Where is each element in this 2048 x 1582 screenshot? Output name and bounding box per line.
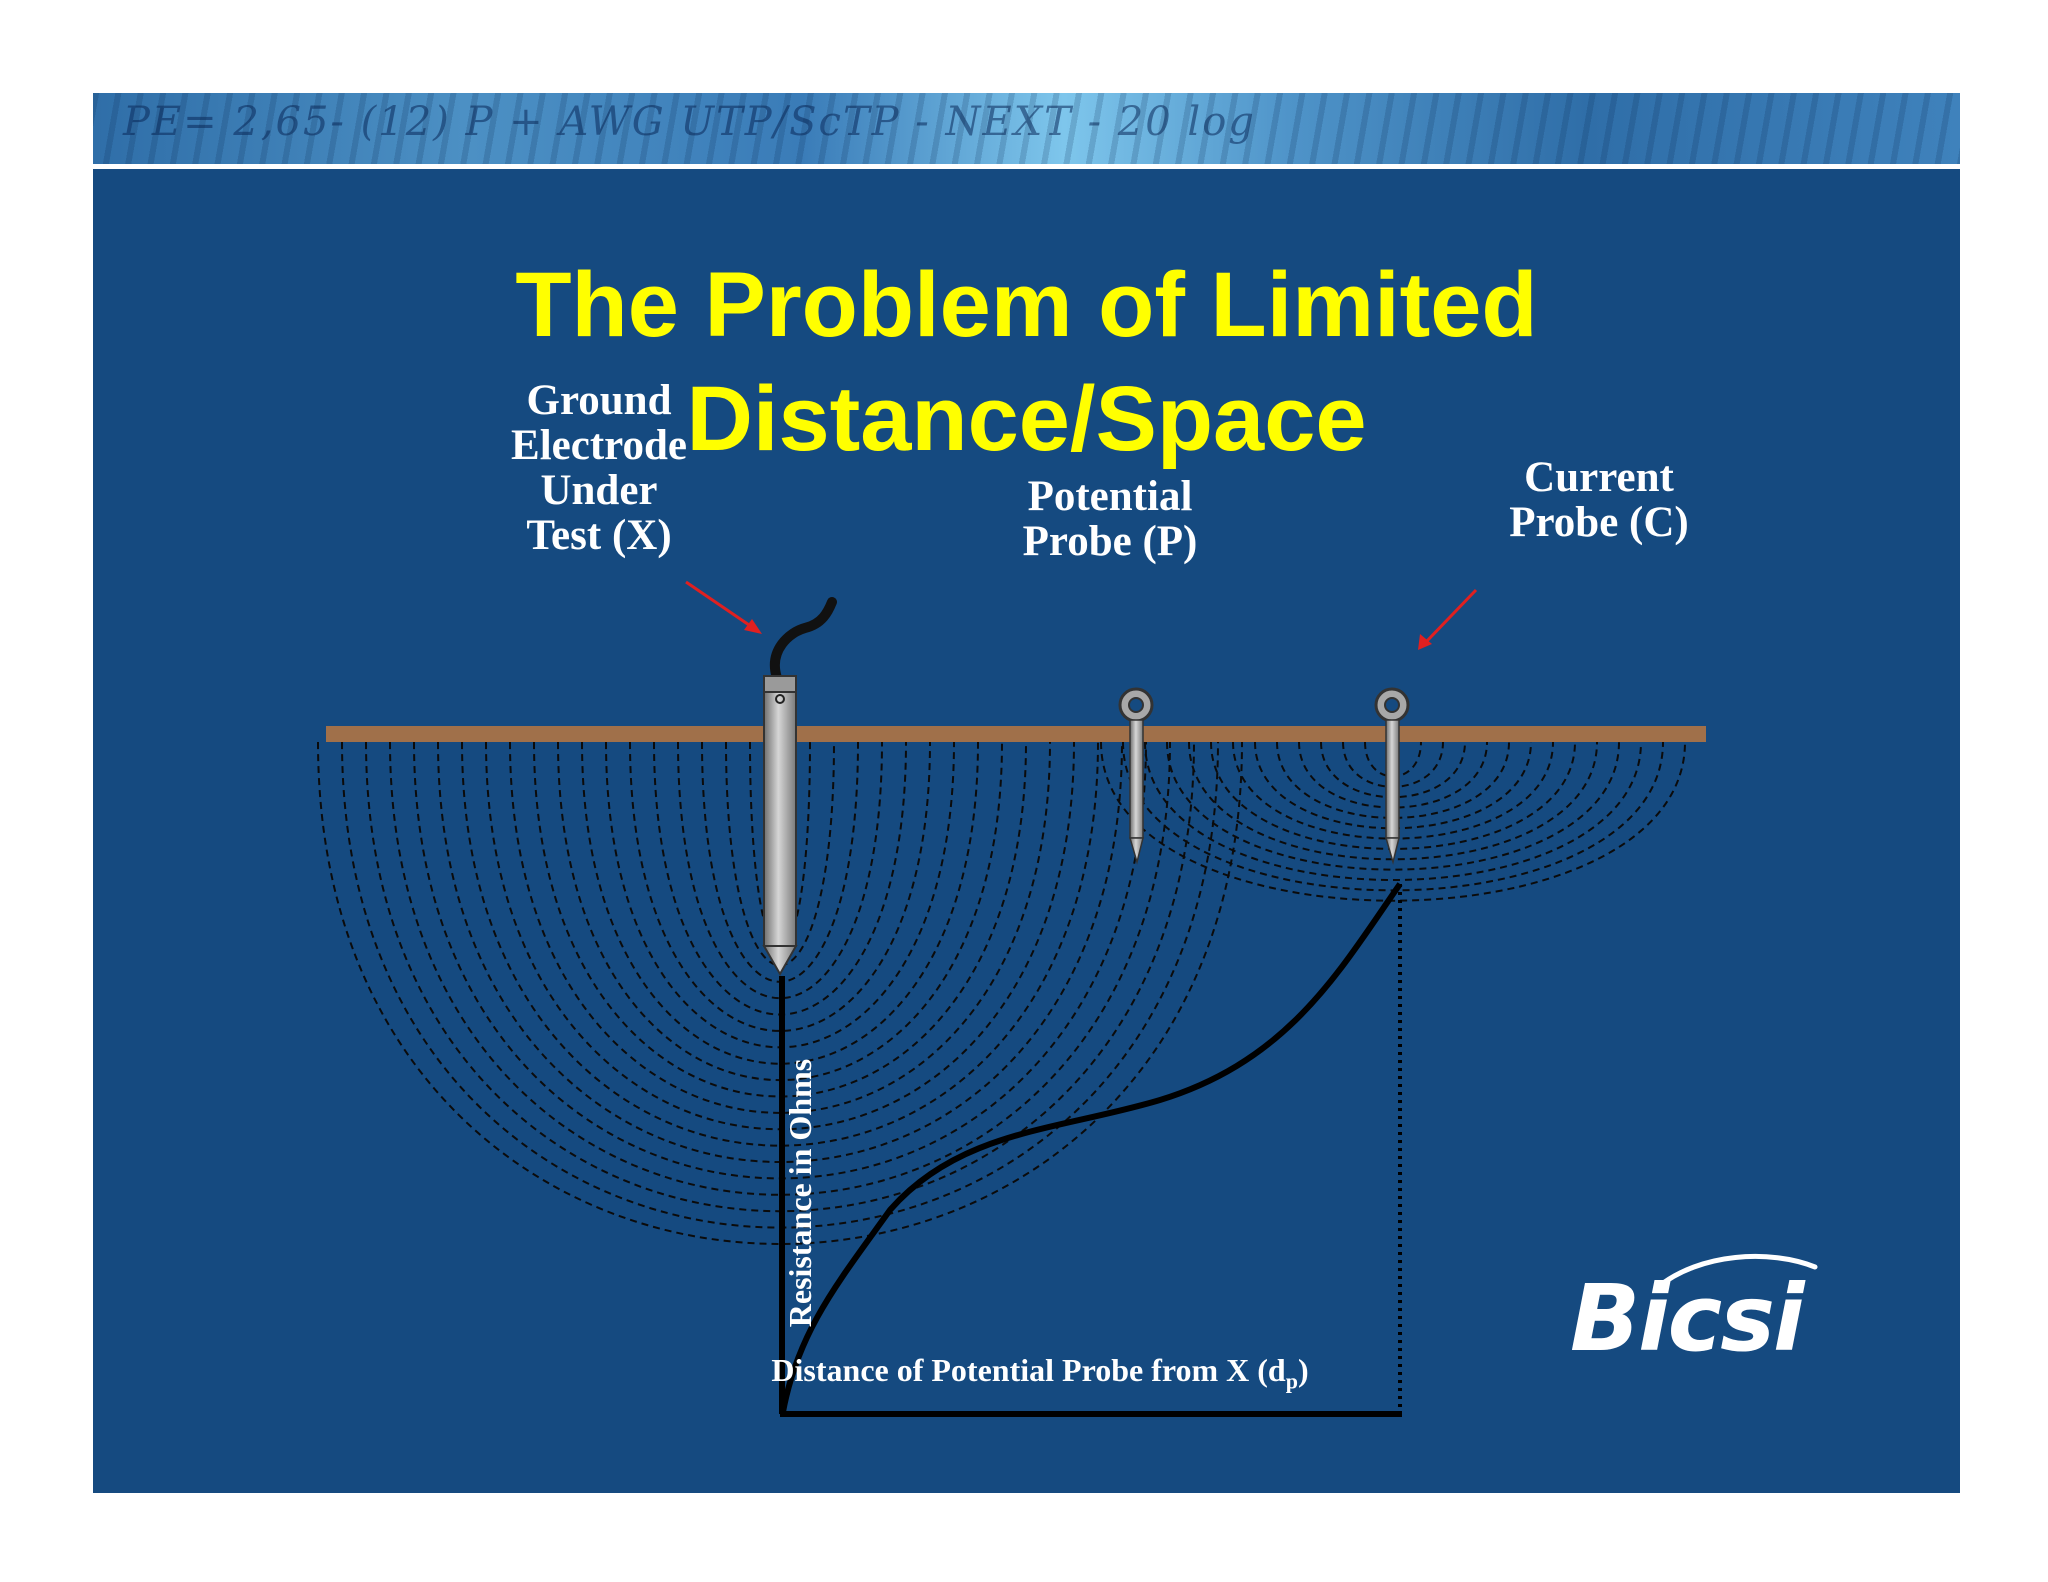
equipotential-line-c-9 (1188, 741, 1598, 861)
title-line-2: Distance/Space (686, 368, 1367, 470)
logo-swoosh-icon (1655, 1253, 1818, 1290)
label-ground-electrode-line-1: Ground (526, 377, 672, 424)
label-current-probe-line-1: Current (1524, 454, 1674, 501)
equipotential-line-c-11 (1144, 741, 1642, 881)
label-potential-probe-line-1: Potential (1027, 473, 1193, 520)
label-ground-electrode: Ground Electrode Under Test (X) (376, 378, 822, 558)
equipotential-line-c-6 (1254, 741, 1532, 830)
equipotential-line-x-19 (317, 741, 1243, 1245)
arrow-to-current-probe (1418, 588, 1478, 650)
x-axis-label-subscript: p (1285, 1368, 1298, 1394)
banner-divider (93, 164, 1960, 169)
header-banner: PE= 2,65- (12) P + AWG UTP/ScTP - NEXT -… (93, 93, 1960, 164)
page-title: The Problem of Limited Distance/Space (93, 248, 1960, 476)
x-axis-label: Distance of Potential Probe from X (dp) (690, 1350, 1390, 1401)
label-current-probe-line-2: Probe (C) (1509, 499, 1689, 546)
resistance-curve (780, 882, 1403, 1413)
logo-text: Bicsi (1570, 1265, 1805, 1372)
ground-surface (326, 726, 1706, 742)
equipotential-line-x-10 (533, 741, 1027, 1098)
label-current-probe: Current Probe (C) (1389, 455, 1809, 545)
equipotential-line-x-2 (725, 741, 835, 967)
equipotential-line-x-6 (629, 741, 931, 1032)
arrow-to-electrode (685, 580, 762, 634)
equipotential-line-c-4 (1298, 741, 1488, 809)
label-potential-probe: Potential Probe (P) (900, 474, 1320, 564)
ground-electrode-rod (762, 597, 837, 977)
label-ground-electrode-line-3: Under (540, 467, 658, 514)
equipotential-line-x-4 (677, 741, 883, 1000)
x-axis-label-end: ) (1297, 1352, 1309, 1388)
potential-probe (1118, 687, 1154, 865)
current-probe (1374, 687, 1410, 865)
equipotential-line-x-13 (461, 741, 1099, 1147)
equipotential-line-x-16 (389, 741, 1171, 1196)
equipotential-line-x-1 (749, 741, 811, 950)
label-potential-probe-line-2: Probe (P) (1022, 518, 1198, 565)
slide: PE= 2,65- (12) P + AWG UTP/ScTP - NEXT -… (93, 93, 1960, 1493)
label-ground-electrode-line-4: Test (X) (526, 512, 672, 559)
title-line-1: The Problem of Limited (515, 254, 1538, 356)
y-axis-label: Resistance in Ohms (782, 1058, 818, 1328)
x-axis-label-text: Distance of Potential Probe from X (d (771, 1352, 1286, 1388)
label-ground-electrode-line-2: Electrode (511, 422, 687, 469)
equipotential-line-c-5 (1276, 741, 1510, 819)
bicsi-logo: Bicsi (1570, 1245, 1830, 1375)
